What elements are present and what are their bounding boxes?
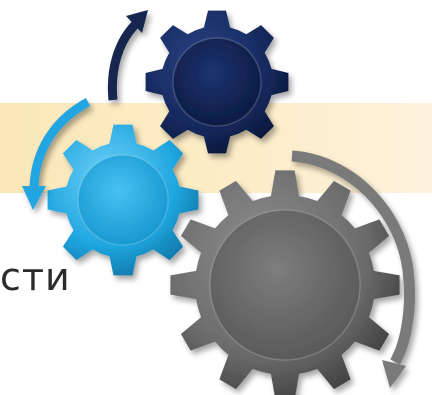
gear-icon — [146, 11, 289, 154]
gear-icon — [48, 125, 199, 276]
curved-arrow-icon — [112, 10, 148, 100]
gear-icon — [170, 170, 399, 395]
